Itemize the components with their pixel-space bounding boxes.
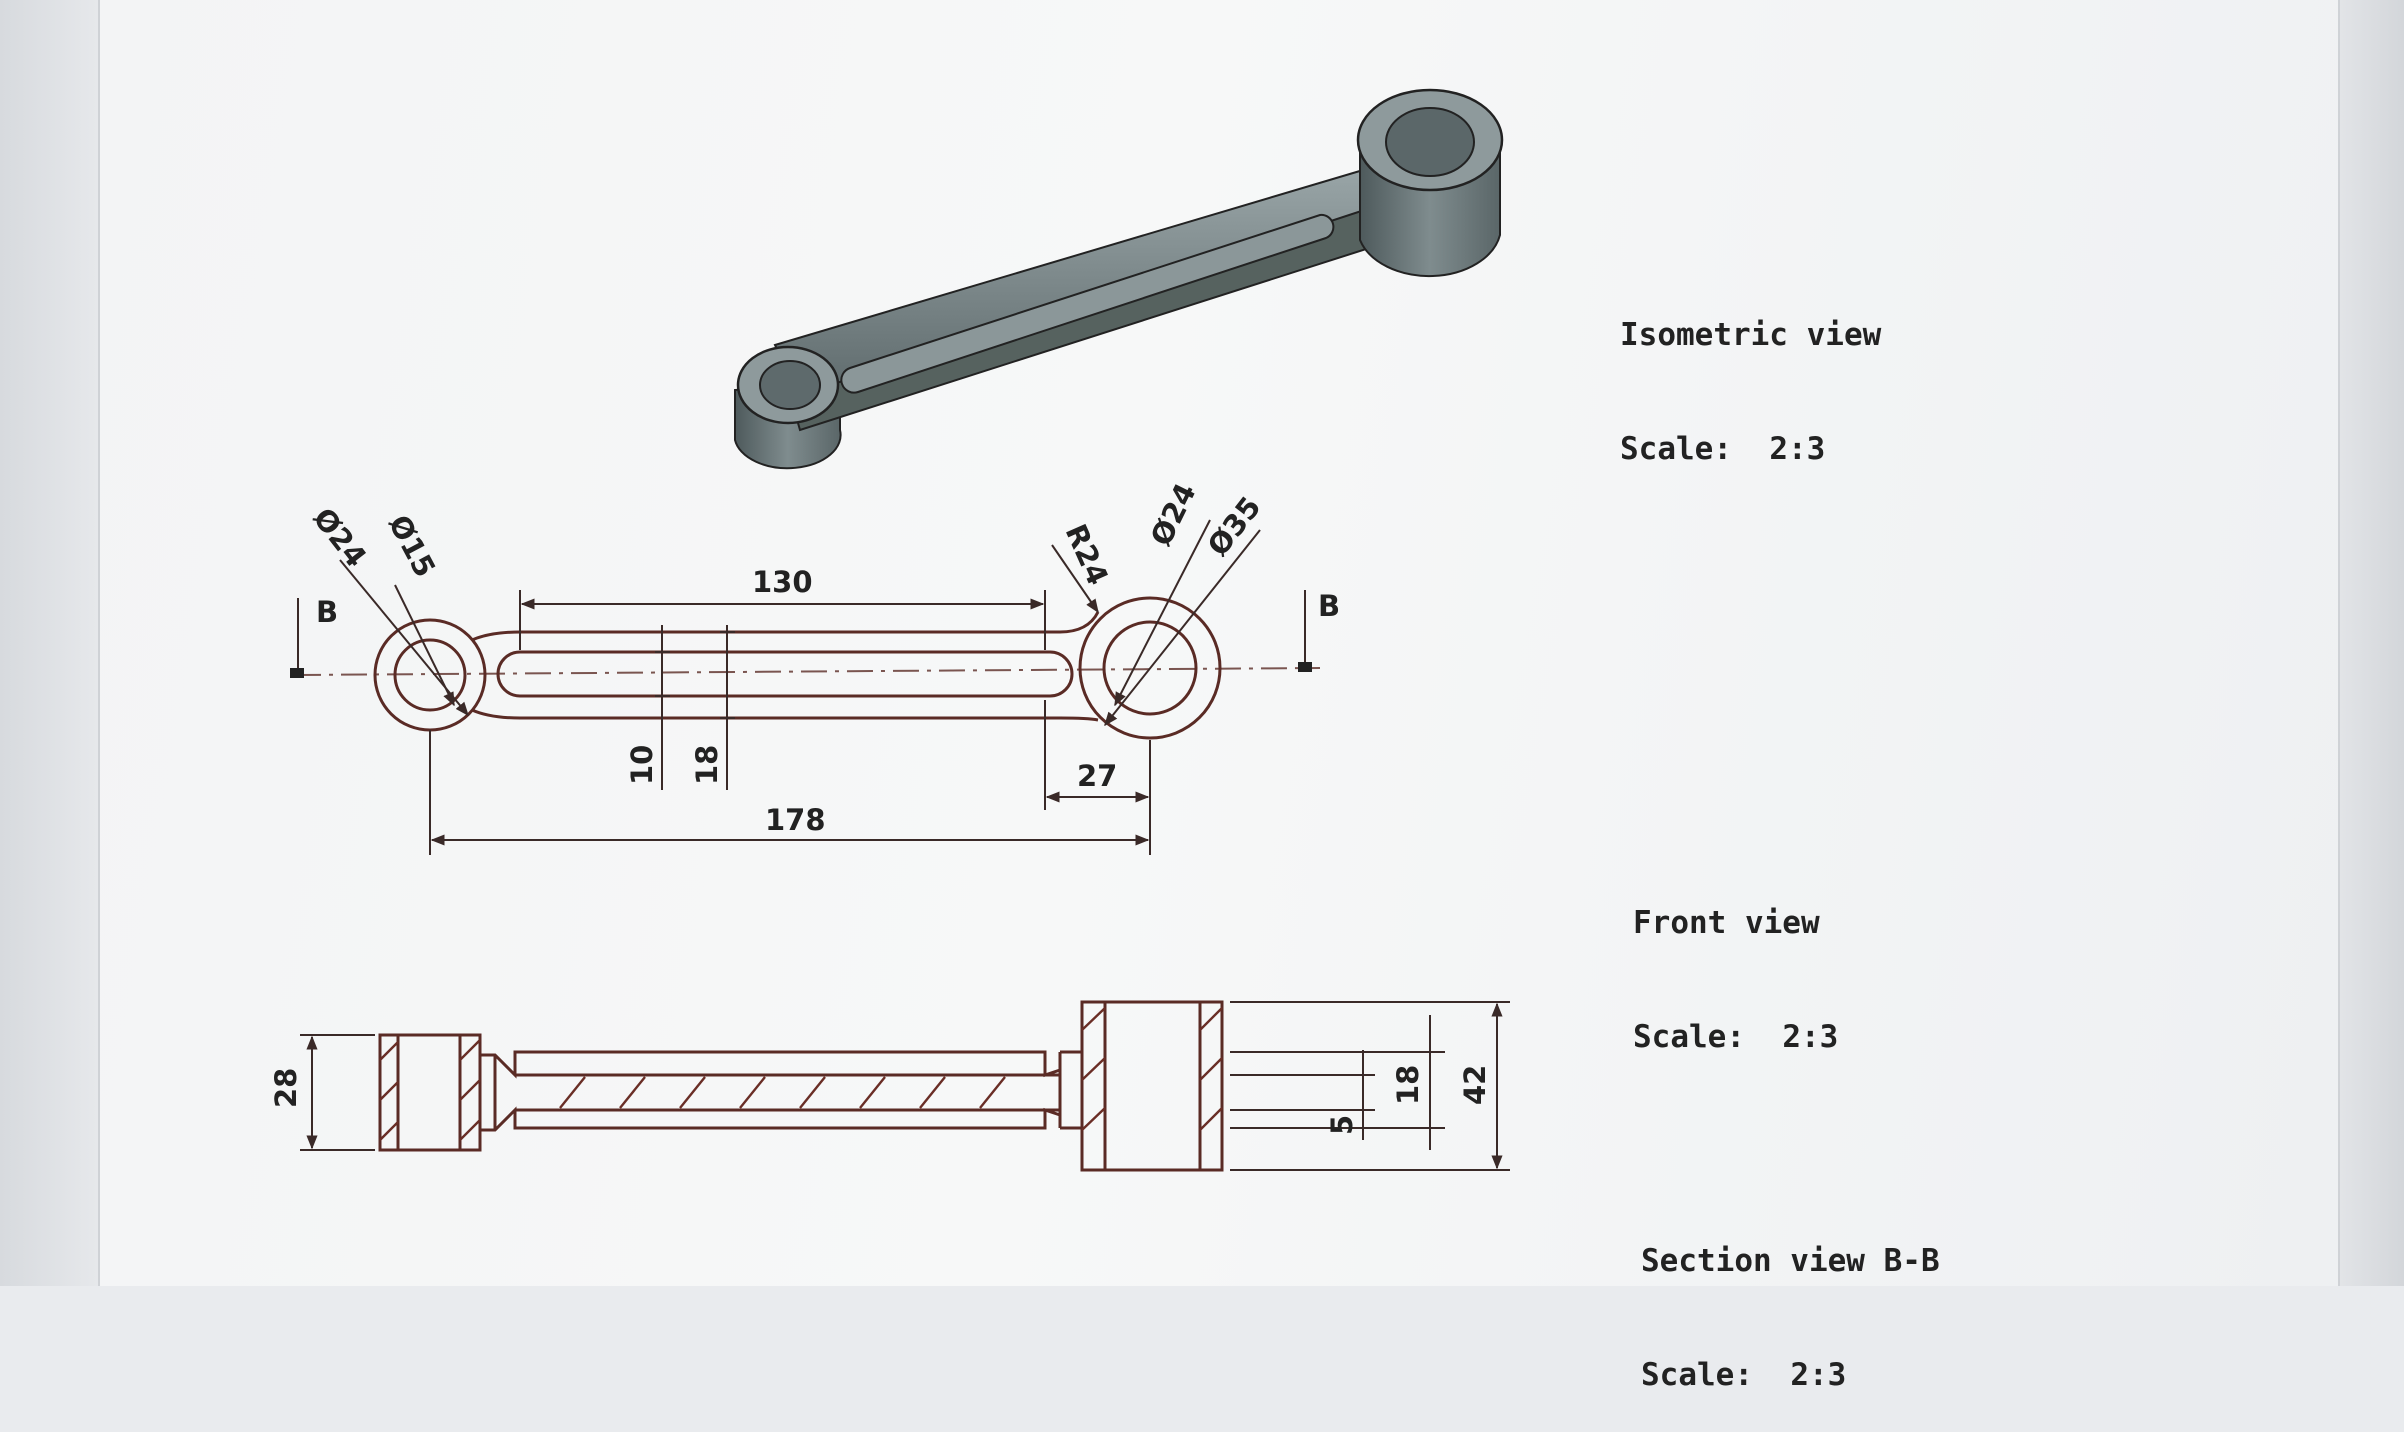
dim-small-boss-height: 28 [269,1068,303,1108]
dim-large-bore-dia: Ø24 [1144,478,1203,551]
front-view-title: Front view [1633,905,1820,941]
dim-large-boss-height: 42 [1458,1065,1492,1105]
dim-boss-offset: 27 [1077,759,1117,793]
section-view-labels: 28 5 18 42 [269,1065,1492,1135]
dim-web-width: 18 [690,745,724,785]
dim-center-distance: 178 [765,803,826,837]
isometric-view-scale: Scale: 2:3 [1620,431,1826,467]
screen-bezel-left [0,0,98,1286]
section-view-geometry [378,1000,1224,1172]
front-view-scale: Scale: 2:3 [1633,1019,1839,1055]
dim-small-bore-dia: Ø15 [382,509,443,582]
section-view-dimensions [300,1001,1510,1171]
technical-drawing: Ø24 Ø15 130 R24 Ø24 Ø35 B B 10 18 27 178 [269,88,1510,1172]
dim-large-outer-dia: Ø35 [1201,490,1268,562]
section-mark-left: B [316,595,338,629]
dim-fillet-radius: R24 [1059,519,1116,590]
dim-small-outer-dia: Ø24 [306,501,373,573]
dim-rib-height: 18 [1391,1065,1425,1105]
isometric-view-caption: Isometric view Scale: 2:3 [1620,240,1881,506]
dim-slot-length: 130 [752,565,813,599]
front-view-caption: Front view Scale: 2:3 [1633,828,1838,1094]
screen-bezel-right [2340,0,2404,1286]
section-mark-right: B [1318,589,1340,623]
section-view-scale: Scale: 2:3 [1641,1357,1847,1393]
section-view-caption: Section view B-B Scale: 2:3 [1641,1166,1940,1432]
dim-web-thickness: 5 [1325,1115,1359,1135]
section-view-title: Section view B-B [1641,1243,1940,1279]
isometric-part [734,88,1504,470]
dim-slot-width: 10 [625,745,659,785]
front-view-dimensions [339,519,1261,855]
isometric-view-title: Isometric view [1620,317,1882,353]
front-view-geometry [290,590,1321,740]
